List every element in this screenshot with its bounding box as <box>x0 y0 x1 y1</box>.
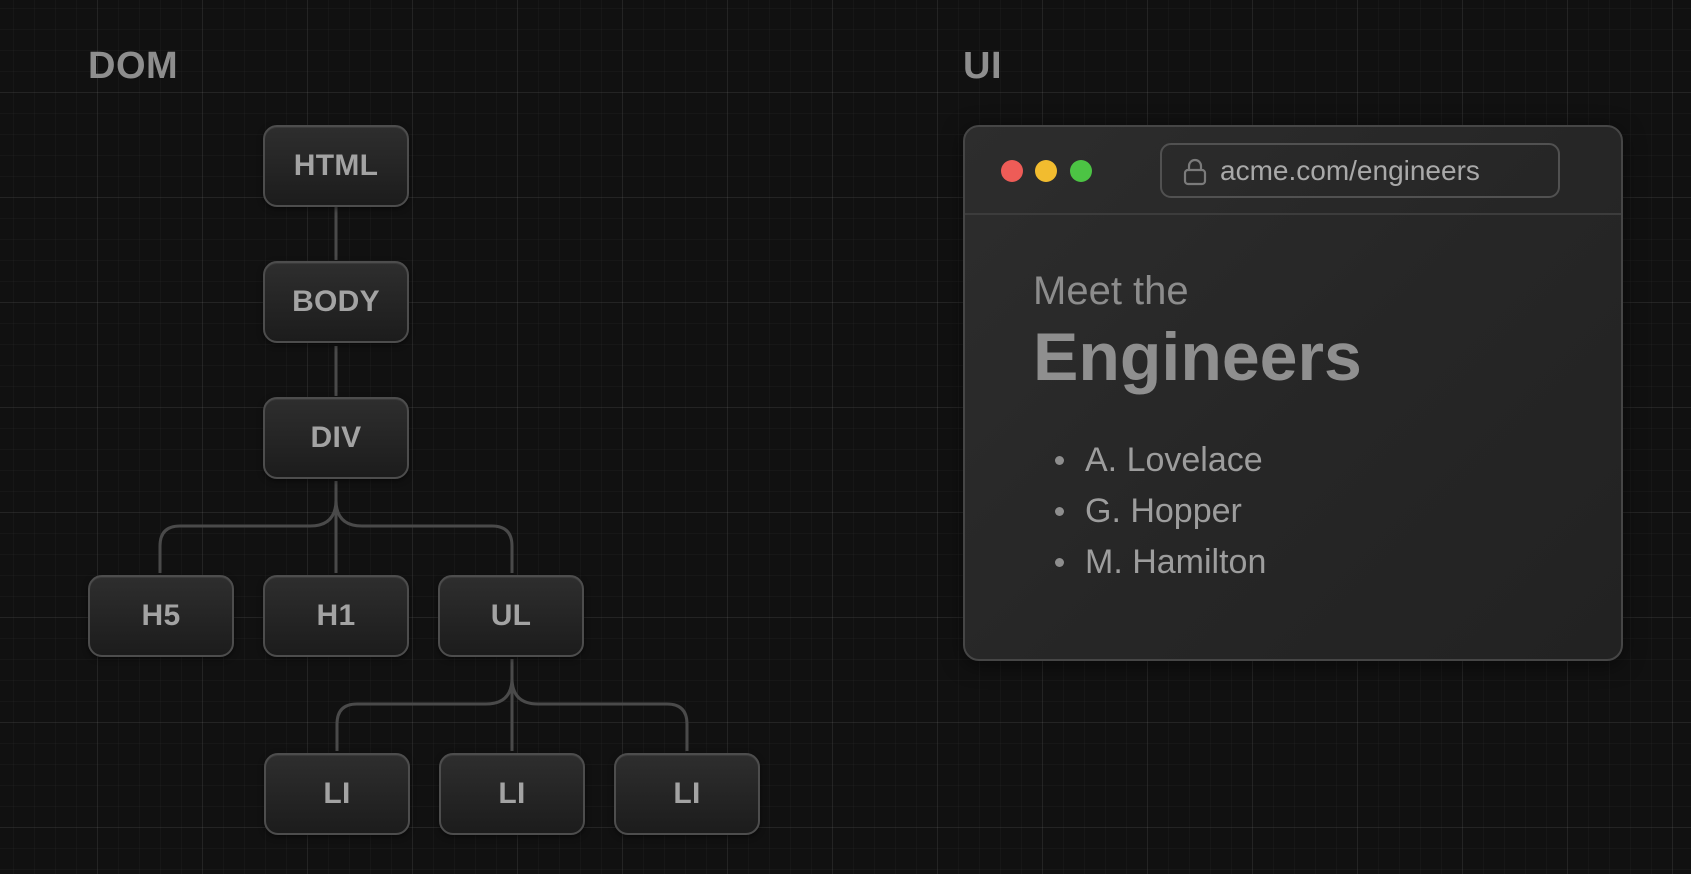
list-item: M. Hamilton <box>1033 537 1362 588</box>
maximize-window-button[interactable] <box>1070 160 1092 182</box>
dom-node-ul: UL <box>438 575 584 657</box>
dom-node-html: HTML <box>263 125 409 207</box>
dom-node-body: BODY <box>263 261 409 343</box>
list-item-text: A. Lovelace <box>1085 441 1263 479</box>
dom-node-li-1: LI <box>264 753 410 835</box>
page-headline: Engineers <box>1033 319 1362 395</box>
dom-node-h1: H1 <box>263 575 409 657</box>
connector-ul-li-3 <box>510 659 689 751</box>
engineer-list: A. Lovelace G. Hopper M. Hamilton <box>1033 435 1362 588</box>
bullet-icon <box>1055 558 1064 567</box>
connector-div-h5 <box>158 481 338 573</box>
ui-section-title: UI <box>963 45 1002 87</box>
address-bar[interactable]: acme.com/engineers <box>1160 143 1560 198</box>
list-item-text: M. Hamilton <box>1085 543 1267 581</box>
close-window-button[interactable] <box>1001 160 1023 182</box>
list-item-text: G. Hopper <box>1085 492 1242 530</box>
browser-window: acme.com/engineers Meet the Engineers A.… <box>963 125 1623 661</box>
dom-node-li-3: LI <box>614 753 760 835</box>
minimize-window-button[interactable] <box>1035 160 1057 182</box>
page-content: Meet the Engineers A. Lovelace G. Hopper… <box>1033 267 1362 588</box>
page-subtitle: Meet the <box>1033 269 1189 313</box>
lock-icon <box>1183 158 1207 186</box>
dom-node-h5: H5 <box>88 575 234 657</box>
bullet-icon <box>1055 456 1064 465</box>
connector-div-ul <box>334 481 514 573</box>
connector-ul-li-1 <box>335 659 514 751</box>
url-text: acme.com/engineers <box>1220 155 1480 186</box>
dom-node-li-2: LI <box>439 753 585 835</box>
bullet-icon <box>1055 507 1064 516</box>
list-item: G. Hopper <box>1033 486 1362 537</box>
dom-node-div: DIV <box>263 397 409 479</box>
browser-toolbar: acme.com/engineers <box>965 127 1621 215</box>
dom-section-title: DOM <box>88 45 179 87</box>
list-item: A. Lovelace <box>1033 435 1362 486</box>
